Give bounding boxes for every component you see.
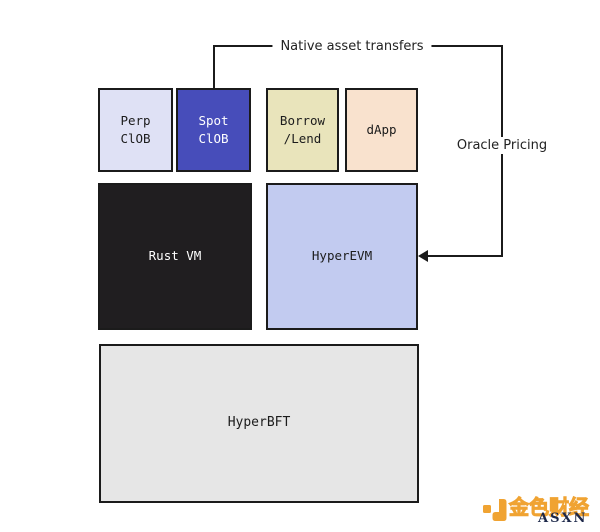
jinse-brand-text: 金色财经 xyxy=(509,495,590,519)
node-spot-clob: Spot ClOB xyxy=(176,88,251,172)
node-hyperevm: HyperEVM xyxy=(266,183,418,330)
node-borrow-lend: Borrow /Lend xyxy=(266,88,339,172)
node-dapp: dApp xyxy=(345,88,418,172)
node-label-line: HyperEVM xyxy=(311,248,373,264)
node-perp-clob: Perp ClOB xyxy=(98,88,173,172)
arrow-left-icon xyxy=(418,250,428,262)
node-label-line: Borrow xyxy=(279,112,326,128)
jinse-logo-icon xyxy=(483,499,507,521)
native-asset-transfers-label: Native asset transfers xyxy=(272,38,432,55)
connector-oracle-to-hyperevm xyxy=(426,255,503,257)
node-label-line: HyperBFT xyxy=(227,415,291,431)
oracle-pricing-label: Oracle Pricing xyxy=(448,137,556,154)
node-label-line: Rust VM xyxy=(148,248,202,264)
jinse-finance-watermark: 金色财经 ASXN xyxy=(482,496,590,526)
connector-spot-clob-vertical xyxy=(213,46,215,89)
node-label-line: /Lend xyxy=(283,131,322,146)
node-label-line: Perp xyxy=(120,112,151,128)
node-label-line: Spot xyxy=(198,112,229,128)
node-hyperbft: HyperBFT xyxy=(99,344,419,503)
node-label-line: ClOB xyxy=(198,131,229,146)
asxn-brand-text: ASXN xyxy=(538,511,588,526)
node-label-line: ClOB xyxy=(120,131,151,146)
node-label-line: dApp xyxy=(366,121,397,137)
node-rust-vm: Rust VM xyxy=(98,183,252,330)
